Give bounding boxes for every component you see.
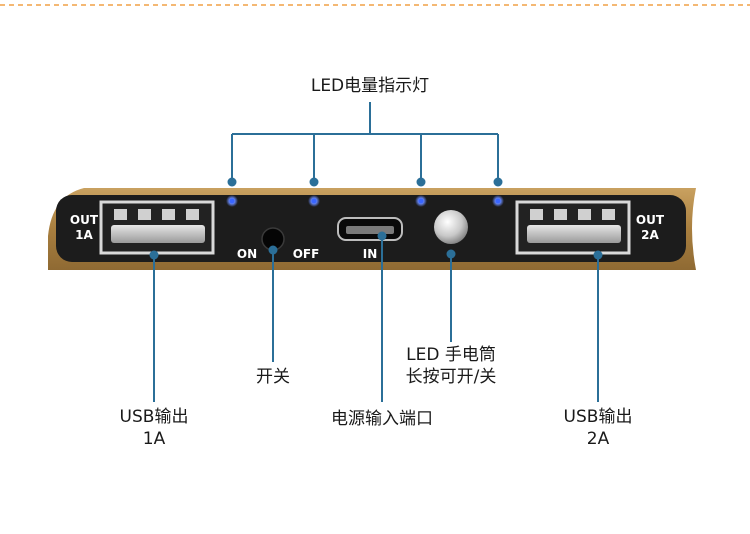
usb1-label: USB输出 1A [104, 406, 204, 450]
switch-label: 开关 [256, 367, 290, 387]
usb2-label: USB输出 2A [548, 406, 648, 450]
usb-port-1 [99, 200, 215, 255]
out1-line-1: OUT [69, 213, 99, 227]
flashlight-line-2: 长按可开/关 [405, 367, 497, 387]
on-label: ON [236, 247, 258, 261]
callout-dots [149, 177, 603, 260]
flashlight-button [434, 210, 468, 244]
usb1-line-1: USB输出 [119, 407, 189, 427]
usb2-line-1: USB输出 [563, 407, 633, 427]
micro-usb-port [337, 217, 403, 241]
flashlight-line-1: LED 手电筒 [406, 345, 496, 365]
led-indicators [226, 195, 504, 207]
in-label: IN [362, 247, 378, 261]
out2-line-1: OUT [635, 213, 665, 227]
power-input-label: 电源输入端口 [331, 409, 433, 429]
usb-port-2 [515, 200, 631, 255]
usb2-line-2: 2A [586, 429, 610, 449]
out2-line-2: 2A [641, 228, 659, 242]
off-label: OFF [292, 247, 320, 261]
led-indicator-label: LED电量指示灯 [310, 76, 430, 96]
out1-line-2: 1A [75, 228, 93, 242]
callout-lines [153, 102, 599, 402]
flashlight-label: LED 手电筒 长按可开/关 [396, 344, 506, 388]
usb1-line-2: 1A [142, 429, 166, 449]
out1-label: OUT 1A [64, 213, 104, 243]
out2-label: OUT 2A [630, 213, 670, 243]
